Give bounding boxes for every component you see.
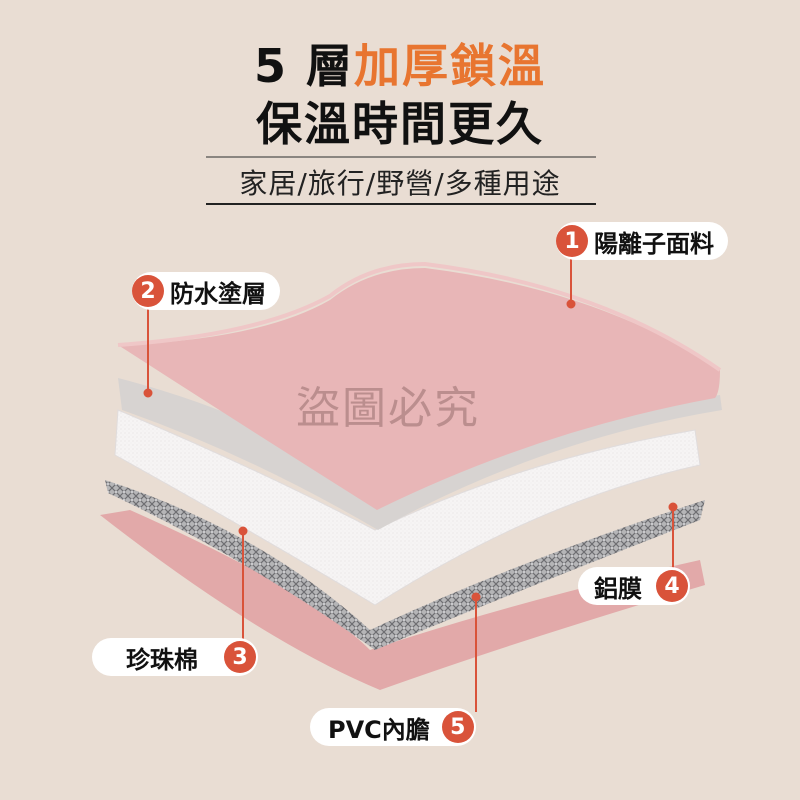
headline-line-2: 保溫時間更久 bbox=[256, 97, 544, 151]
divider-bottom bbox=[206, 203, 596, 205]
layer-label-1-text: 陽離子面料 bbox=[594, 229, 714, 258]
number-badge-2: 2 bbox=[132, 275, 164, 307]
headline-prefix: 5 層 bbox=[253, 39, 355, 93]
layer-label-2-text: 防水塗層 bbox=[170, 279, 266, 308]
number-badge-5: 5 bbox=[441, 711, 474, 743]
number-badge-4: 4 bbox=[656, 570, 688, 602]
layer-1-cationic-fabric bbox=[118, 268, 720, 510]
watermark: 盜圖必究 bbox=[296, 383, 480, 434]
layer-3-pearl-foam bbox=[114, 409, 701, 606]
layer-label-2: 2 防水塗層 bbox=[132, 272, 280, 310]
layer-2-waterproof-coating bbox=[118, 378, 722, 530]
layer-label-3: 珍珠棉 3 bbox=[92, 638, 258, 676]
layer-4-aluminum-foil bbox=[105, 480, 705, 650]
layer-label-5-text: PVC內膽 bbox=[328, 715, 430, 744]
divider-top bbox=[206, 156, 596, 158]
headline-line-1: 5 層加厚鎖溫 bbox=[0, 30, 800, 96]
layer-label-4: 鋁膜 4 bbox=[578, 567, 690, 605]
layer-label-1: 1 陽離子面料 bbox=[556, 222, 728, 260]
number-badge-3: 3 bbox=[224, 641, 256, 673]
headline-accent: 加厚鎖溫 bbox=[354, 39, 547, 93]
layer-label-3-text: 珍珠棉 bbox=[126, 645, 198, 674]
layer-label-5: PVC內膽 5 bbox=[310, 708, 476, 746]
number-badge-1: 1 bbox=[556, 225, 588, 257]
layer-label-4-text: 鋁膜 bbox=[594, 574, 642, 603]
subtitle: 家居/旅行/野營/多種用途 bbox=[239, 167, 561, 200]
